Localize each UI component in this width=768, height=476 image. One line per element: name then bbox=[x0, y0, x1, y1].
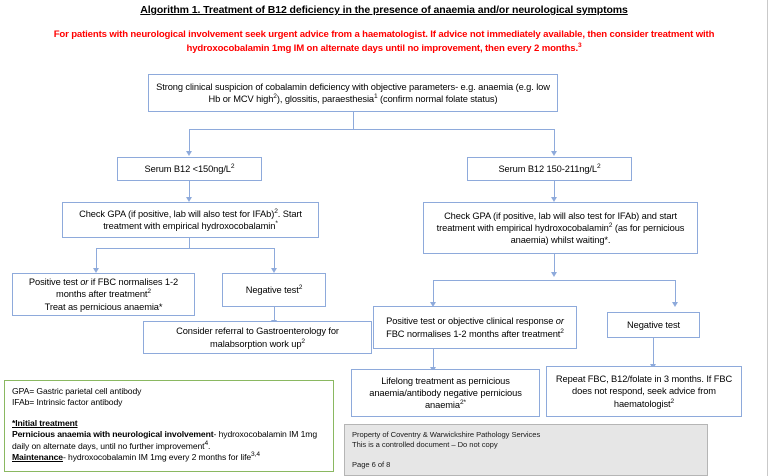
arrow-to-positive-right bbox=[429, 302, 436, 307]
arrow-to-serum-mid bbox=[550, 151, 557, 156]
sup-2: 2 bbox=[274, 207, 278, 215]
connector-gpa-right-down bbox=[554, 254, 555, 272]
connector-to-negative-right bbox=[675, 280, 676, 302]
node-clinical-suspicion: Strong clinical suspicion of cobalamin d… bbox=[148, 74, 558, 112]
positive-left-pre: Positive test bbox=[28, 277, 81, 288]
legend-pernicious-anaemia-line: Pernicious anaemia with neurological inv… bbox=[12, 429, 326, 452]
node-negative-test-left: Negative test2 bbox=[222, 273, 326, 307]
connector-to-serum-mid bbox=[554, 129, 555, 151]
sup-2-asterisk: 2* bbox=[459, 399, 466, 406]
sup-2: 2 bbox=[230, 162, 235, 170]
legend-pa-end: . bbox=[208, 440, 211, 451]
connector-serum-mid-down bbox=[554, 181, 555, 197]
sup-2: 2 bbox=[596, 162, 601, 170]
positive-right-post: FBC normalises 1-2 months after treatmen… bbox=[386, 328, 561, 339]
connector-positive-right-down bbox=[433, 349, 434, 367]
node-negative-test-right: Negative test bbox=[607, 312, 700, 338]
legend-pa-bold: Pernicious anaemia with neurological inv… bbox=[12, 429, 214, 440]
serum-low-label: Serum B12 <150ng/L bbox=[144, 163, 231, 174]
positive-left-post: if FBC normalises 1-2 months after treat… bbox=[56, 277, 179, 300]
legend-initial-treatment-heading: *Initial treatment bbox=[12, 417, 78, 428]
arrow-serum-low-down bbox=[185, 197, 192, 202]
legend-spacer bbox=[12, 409, 326, 418]
arrow-to-negative-left bbox=[270, 268, 277, 273]
arrow-to-negative-right bbox=[671, 302, 678, 307]
arrow-to-serum-low bbox=[185, 151, 192, 156]
sup-3-4: 3,4 bbox=[251, 451, 260, 459]
positive-left-em: or bbox=[80, 277, 89, 288]
node-lifelong-treatment: Lifelong treatment as pernicious anaemia… bbox=[351, 369, 540, 417]
connector-gpa-left-down bbox=[189, 238, 190, 248]
footer-controlled-doc-line: This is a controlled document – Do not c… bbox=[352, 440, 498, 450]
sup-2: 2 bbox=[301, 337, 305, 345]
sup-2: 2 bbox=[273, 92, 277, 100]
clinical-suspicion-line2a: low Hb or MCV high bbox=[208, 81, 550, 104]
negative-left-label: Negative test bbox=[245, 284, 299, 295]
legend-maintenance-rest: - hydroxocobalamin IM 1mg every 2 months… bbox=[62, 452, 252, 463]
lifelong-label: Lifelong treatment as pernicious anaemia… bbox=[369, 375, 522, 411]
connector-to-positive-right bbox=[433, 280, 434, 302]
warning-superscript: 3 bbox=[577, 41, 582, 49]
warning-body: For patients with neurological involveme… bbox=[53, 29, 715, 54]
sup-asterisk: * bbox=[275, 219, 278, 227]
arrow-to-positive-left bbox=[92, 268, 99, 273]
repeat-fbc-label: Repeat FBC, B12/folate in 3 months. If F… bbox=[555, 374, 733, 409]
gastro-label: Consider referral to Gastroenterology fo… bbox=[176, 326, 339, 349]
serum-mid-label: Serum B12 150-211ng/L bbox=[498, 163, 597, 174]
node-serum-b12-low: Serum B12 <150ng/L2 bbox=[117, 157, 262, 181]
connector-to-positive-left bbox=[96, 248, 97, 268]
footer-page-number: Page 6 of 8 bbox=[352, 459, 391, 469]
positive-left-line3: Treat as pernicious anaemia* bbox=[44, 301, 163, 312]
check-gpa-left-part1: Check GPA (if positive, lab will also te… bbox=[79, 208, 275, 219]
clinical-suspicion-line1: Strong clinical suspicion of cobalamin d… bbox=[156, 81, 534, 92]
node-check-gpa-left: Check GPA (if positive, lab will also te… bbox=[62, 202, 319, 238]
arrow-serum-mid-down bbox=[550, 197, 557, 202]
page-title: Algorithm 1. Treatment of B12 deficiency… bbox=[140, 4, 628, 16]
legend-gpa: GPA= Gastric parietal cell antibody bbox=[12, 386, 142, 396]
node-positive-test-left: Positive test or if FBC normalises 1-2 m… bbox=[12, 273, 195, 316]
clinical-suspicion-line2c: (confirm normal folate status) bbox=[377, 94, 498, 104]
connector-negative-left-down bbox=[274, 307, 275, 320]
node-serum-b12-mid: Serum B12 150-211ng/L2 bbox=[467, 157, 632, 181]
sup-2: 2 bbox=[560, 327, 564, 335]
negative-right-label: Negative test bbox=[627, 319, 680, 330]
document-footer: Property of Coventry & Warwickshire Path… bbox=[344, 424, 708, 476]
connector-start-down bbox=[353, 112, 354, 129]
node-gastro-referral: Consider referral to Gastroenterology fo… bbox=[143, 321, 372, 354]
arrow-gpa-right-down bbox=[550, 272, 557, 277]
sup-2: 2 bbox=[608, 221, 613, 229]
sup-2: 2 bbox=[670, 397, 675, 405]
sup-2: 2 bbox=[147, 288, 151, 296]
legend-pa-rest: - hydroxocobalamin IM 1mg daily on alter… bbox=[12, 429, 318, 451]
check-gpa-left-part2: . Start treatment with empirical hydroxo… bbox=[103, 208, 302, 231]
node-repeat-fbc: Repeat FBC, B12/folate in 3 months. If F… bbox=[546, 366, 742, 417]
connector-serum-low-down bbox=[189, 181, 190, 197]
node-check-gpa-right: Check GPA (if positive, lab will also te… bbox=[423, 202, 698, 254]
connector-split-bus-top bbox=[189, 129, 554, 130]
positive-right-em: or bbox=[555, 316, 564, 327]
clinical-suspicion-line2b: ), glossitis, paraesthesia bbox=[276, 94, 374, 104]
connector-to-negative-left bbox=[274, 248, 275, 268]
sup-1: 1 bbox=[374, 92, 378, 100]
legend-maintenance-line: Maintenance- hydroxocobalamin IM 1mg eve… bbox=[12, 451, 326, 463]
check-gpa-right-part2: (as for pernicious anaemia) whilst waiti… bbox=[510, 222, 685, 246]
connector-negative-right-down bbox=[653, 338, 654, 364]
check-gpa-right-part1: Check GPA (if positive, lab will also te… bbox=[436, 210, 677, 233]
sup-2: 2 bbox=[298, 283, 303, 291]
connector-right-split-bus bbox=[433, 280, 675, 281]
node-positive-test-right: Positive test or objective clinical resp… bbox=[373, 306, 577, 349]
legend-ifab: IFAb= Intrinsic factor antibody bbox=[12, 397, 123, 408]
connector-to-serum-low bbox=[189, 129, 190, 151]
sup-4: 4 bbox=[204, 439, 209, 447]
legend-maintenance-bold: Maintenance bbox=[12, 452, 63, 463]
neurological-warning-text: For patients with neurological involveme… bbox=[30, 28, 738, 55]
legend-box: GPA= Gastric parietal cell antibody IFAb… bbox=[4, 380, 334, 472]
footer-property-line: Property of Coventry & Warwickshire Path… bbox=[352, 430, 541, 439]
connector-left-split-bus bbox=[96, 248, 274, 249]
positive-right-pre: Positive test or objective clinical resp… bbox=[386, 316, 556, 327]
